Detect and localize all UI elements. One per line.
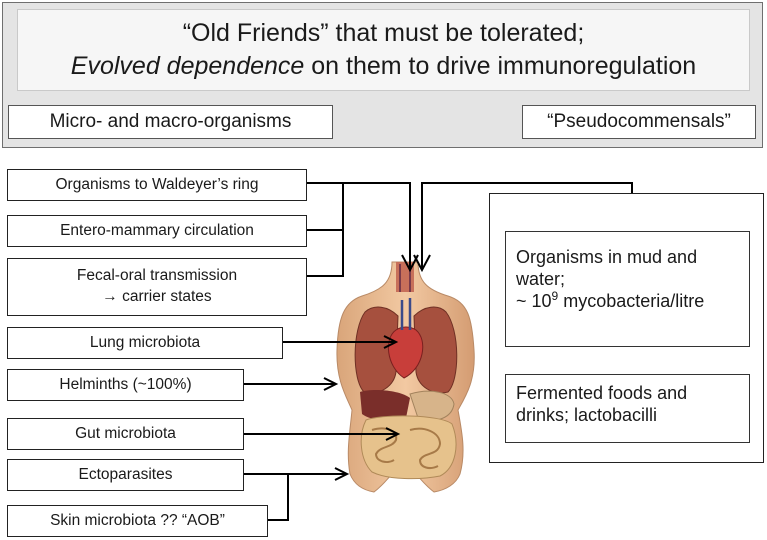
mud-water-line-3: ~ 109 mycobacteria/litre [516, 290, 739, 312]
mud-water-line-2: water; [516, 268, 739, 290]
lung-microbiota-box: Lung microbiota [7, 327, 283, 359]
fecal-oral-line-2: → carrier states [8, 286, 306, 307]
fermented-line-2: drinks; lactobacilli [516, 404, 739, 426]
environment-panel: Organisms in mud and water; ~ 109 mycoba… [489, 193, 764, 463]
entero-mammary-box: Entero-mammary circulation [7, 215, 307, 247]
waldeyer-ring-box: Organisms to Waldeyer’s ring [7, 169, 307, 201]
torso-illustration [337, 262, 474, 492]
fermented-foods-box: Fermented foods and drinks; lactobacilli [505, 374, 750, 443]
ectoparasites-box: Ectoparasites [7, 459, 244, 491]
helminths-box: Helminths (~100%) [7, 369, 244, 401]
mud-water-line-1: Organisms in mud and [516, 246, 739, 268]
fecal-oral-box: Fecal-oral transmission → carrier states [7, 258, 307, 316]
mycobacteria-prefix: ~ 10 [516, 291, 552, 311]
mud-water-box: Organisms in mud and water; ~ 109 mycoba… [505, 231, 750, 347]
fermented-line-1: Fermented foods and [516, 382, 739, 404]
fecal-oral-line-1: Fecal-oral transmission [8, 265, 306, 286]
skin-microbiota-box: Skin microbiota ?? “AOB” [7, 505, 268, 537]
mycobacteria-suffix: mycobacteria/litre [558, 291, 704, 311]
gut-microbiota-box: Gut microbiota [7, 418, 244, 450]
